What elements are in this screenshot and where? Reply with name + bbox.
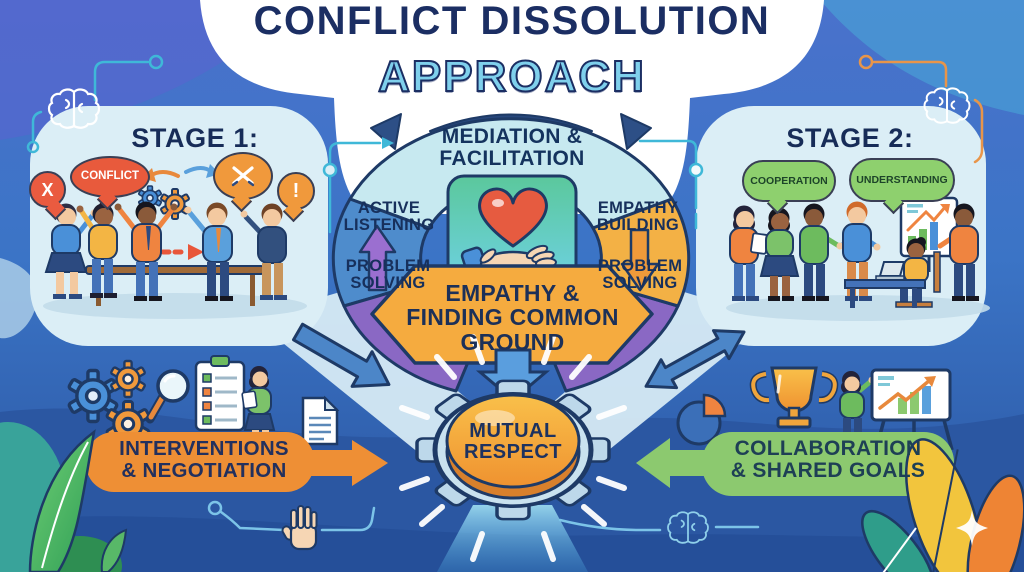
- double-arrow-icon: [644, 329, 746, 390]
- arrow-icon: [292, 322, 391, 388]
- arrow-icon: [188, 244, 204, 260]
- pie-chart-icon: [676, 393, 727, 446]
- interventions-icons: [66, 355, 340, 448]
- understanding-bubble-label: UNDERSTANDING: [856, 173, 948, 186]
- center-banner-label: EMPATHY & FINDING COMMON GROUND: [406, 280, 619, 355]
- leaves-bottom-right: [861, 438, 1024, 572]
- segment-problem-solving-left: PROBLEM SOLVING: [345, 257, 431, 293]
- segment-mediation-facilitation: MEDIATION & FACILITATION: [439, 125, 585, 171]
- raised-hand-icon: [281, 505, 318, 551]
- person: [44, 203, 98, 299]
- main-title: CONFLICT DISSOLUTION: [253, 0, 771, 43]
- segment-problem-solving-right: PROBLEM SOLVING: [597, 257, 683, 293]
- light-rays: [399, 334, 627, 562]
- interventions-line1: INTERVENTIONS: [119, 437, 289, 460]
- badge-line1: MUTUAL: [469, 420, 557, 442]
- collaboration-line2: & SHARED GOALS: [730, 459, 926, 483]
- circuit-lines-orange: [858, 54, 984, 164]
- interventions-line2: & NEGOTIATION: [121, 458, 287, 482]
- sparkle-icon: [956, 510, 988, 546]
- trophy-icon: [749, 366, 839, 429]
- collaboration-banner: [636, 432, 954, 496]
- mutual-respect-badge: [445, 393, 581, 489]
- interventions-banner-label: INTERVENTIONS & NEGOTIATION: [98, 438, 310, 481]
- conflict-bubble-label: CONFLICT: [80, 170, 140, 183]
- person: [240, 203, 287, 300]
- person: [241, 366, 276, 444]
- understanding-speech-bubble: UNDERSTANDING: [849, 158, 955, 202]
- main-subtitle: APPROACH: [377, 52, 646, 101]
- interventions-banner: [86, 432, 388, 492]
- cross-speech-bubble: X: [29, 171, 66, 208]
- magnifier-icon: [145, 369, 190, 424]
- person: [937, 203, 979, 301]
- wheel-center-banner: [370, 264, 654, 365]
- process-wheel: [331, 113, 691, 393]
- leaves-bottom-left: [0, 422, 128, 572]
- person: [184, 202, 233, 301]
- collaboration-icons: [676, 366, 954, 452]
- mutual-respect-label: MUTUAL RESPECT: [447, 420, 579, 464]
- segment-empathy-building: EMPATHY BUILDING: [596, 199, 680, 235]
- top-cloud: [200, 0, 824, 214]
- person: [759, 207, 800, 301]
- person: [729, 205, 769, 301]
- circuit-lines-teal: [26, 54, 704, 234]
- collaboration-line1: COLLABORATION: [734, 437, 922, 460]
- cooperation-speech-bubble: COOPERATION: [742, 160, 836, 202]
- arrow-icon: [382, 137, 394, 149]
- stage2-scene: [726, 196, 990, 321]
- stage1-scene: [43, 164, 307, 319]
- seated-person-laptop: [844, 237, 941, 308]
- person: [839, 371, 876, 440]
- collaboration-banner-label: COLLABORATION & SHARED GOALS: [712, 437, 944, 483]
- stage1-heading: STAGE 1:: [131, 123, 259, 153]
- segment-active-listening: ACTIVE LISTENING: [343, 199, 435, 235]
- person: [799, 203, 842, 301]
- arrow-icon: [358, 224, 397, 292]
- arrow-icon: [620, 228, 660, 292]
- cooperation-bubble-label: COOPERATION: [750, 174, 828, 187]
- crossed-swords-icon: [231, 166, 255, 187]
- circuit-lines-blue: [207, 500, 760, 532]
- clipboard-checklist-icon: [194, 355, 246, 432]
- cross-icon: X: [41, 179, 54, 200]
- document-icon: [301, 395, 340, 446]
- mutual-respect-gear: [415, 379, 611, 521]
- exclamation-icon: !: [292, 180, 300, 202]
- badge-line2: RESPECT: [464, 441, 562, 464]
- person: [114, 201, 178, 301]
- stage2-heading: STAGE 2:: [786, 123, 914, 153]
